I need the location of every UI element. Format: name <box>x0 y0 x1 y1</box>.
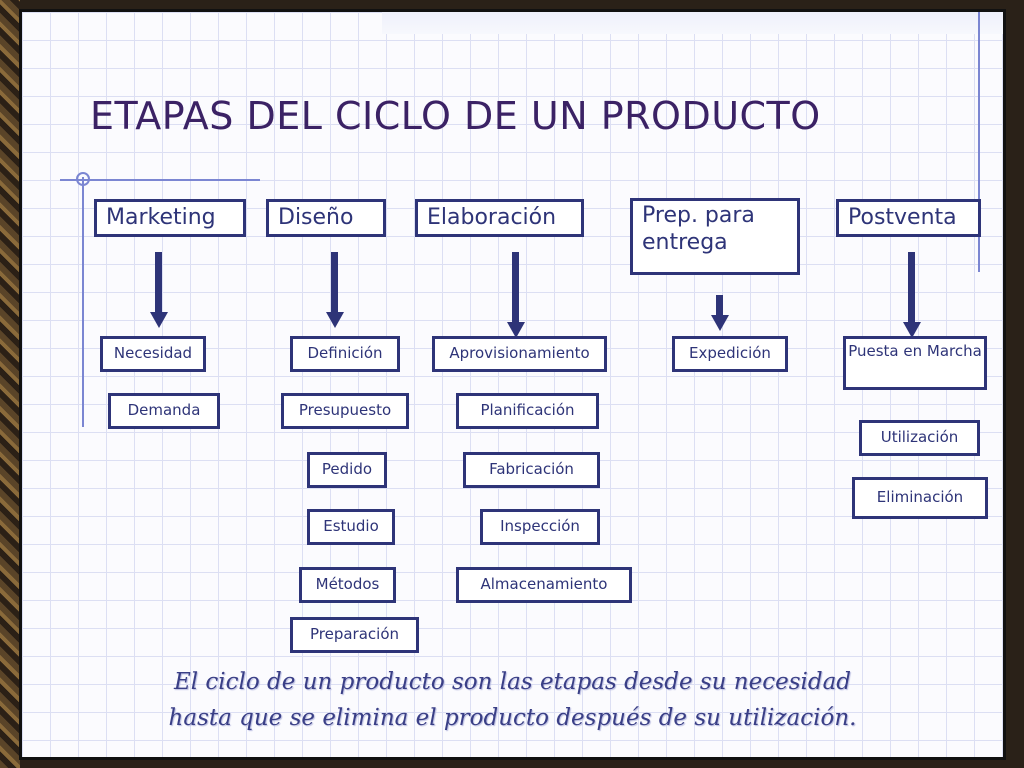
decorative-line <box>978 12 980 272</box>
step-box: Definición <box>290 336 400 372</box>
down-arrow-icon <box>150 252 168 328</box>
step-box: Aprovisionamiento <box>432 336 607 372</box>
caption-line: El ciclo de un producto son las etapas d… <box>173 669 852 695</box>
step-box: Inspección <box>480 509 600 545</box>
step-box: Necesidad <box>100 336 206 372</box>
step-box: Almacenamiento <box>456 567 632 603</box>
stage-diseno: Diseño <box>266 199 386 237</box>
step-box: Presupuesto <box>281 393 409 429</box>
down-arrow-icon <box>711 295 729 331</box>
step-box: Expedición <box>672 336 788 372</box>
decorative-border <box>0 0 20 768</box>
decorative-line <box>60 179 260 181</box>
step-box: Utilización <box>859 420 980 456</box>
step-box: Puesta en Marcha <box>843 336 987 390</box>
stage-marketing: Marketing <box>94 199 246 237</box>
down-arrow-icon <box>326 252 344 328</box>
step-box: Eliminación <box>852 477 988 519</box>
caption-line: hasta que se elimina el producto después… <box>168 705 857 731</box>
down-arrow-icon <box>903 252 921 338</box>
stage-postventa: Postventa <box>836 199 981 237</box>
step-box: Métodos <box>299 567 396 603</box>
step-box: Fabricación <box>463 452 600 488</box>
step-box: Demanda <box>108 393 220 429</box>
slide: ETAPAS DEL CICLO DE UN PRODUCTO Marketin… <box>19 9 1006 760</box>
stage-prep-entrega: Prep. para entrega <box>630 198 800 275</box>
decorative-band <box>382 12 1003 34</box>
step-box: Planificación <box>456 393 599 429</box>
step-box: Estudio <box>307 509 395 545</box>
step-box: Pedido <box>307 452 387 488</box>
slide-caption: El ciclo de un producto son las etapas d… <box>22 664 1003 736</box>
step-box: Preparación <box>290 617 419 653</box>
decorative-line <box>82 177 84 427</box>
stage-elaboracion: Elaboración <box>415 199 584 237</box>
down-arrow-icon <box>507 252 525 338</box>
decorative-circle <box>76 172 90 186</box>
slide-title: ETAPAS DEL CICLO DE UN PRODUCTO <box>90 94 821 138</box>
